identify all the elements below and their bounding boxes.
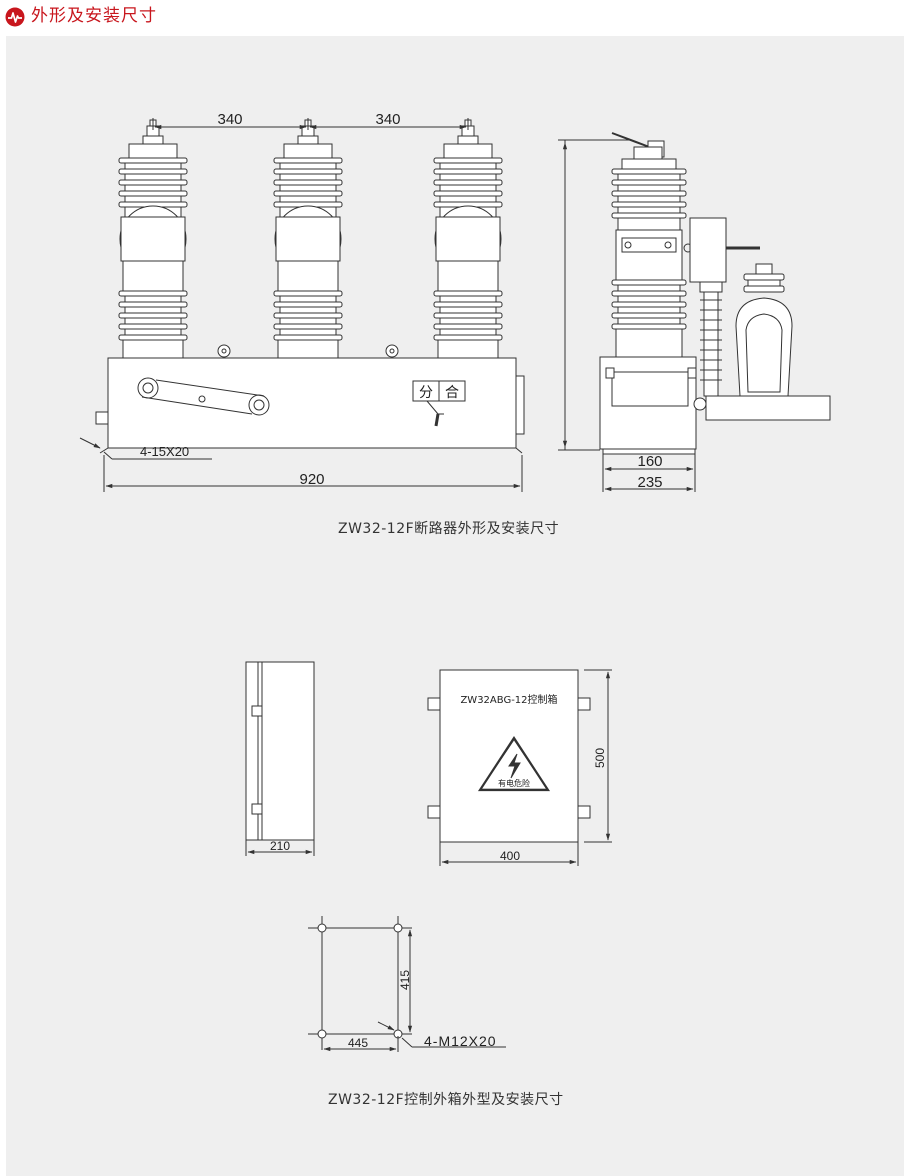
cb-front-title: ZW32ABG-12控制箱 <box>460 693 557 706</box>
dimension-width <box>79 437 523 492</box>
dim-width: 920 <box>299 471 324 488</box>
dim-spacing-left: 340 <box>217 111 242 128</box>
cb-warning-text: 有电危险 <box>498 778 530 788</box>
switch-close-label: 合 <box>445 385 459 401</box>
mount-dim-width: 445 <box>348 1036 368 1050</box>
mounting-hole-layout <box>308 916 506 1052</box>
side-dim-outer: 235 <box>637 474 662 491</box>
switch-open-label: 分 <box>419 385 433 401</box>
dimension-spacing <box>152 118 469 130</box>
dim-spacing-right: 340 <box>375 111 400 128</box>
mount-dim-height: 415 <box>398 970 412 990</box>
side-dimensions <box>562 142 696 492</box>
pulse-badge-icon <box>5 7 25 27</box>
insulator-middle <box>273 119 343 359</box>
insulator-right <box>433 119 503 359</box>
cb-front-dim-height: 500 <box>593 748 607 768</box>
control-box-side-view <box>245 661 315 856</box>
side-dim-inner: 160 <box>637 453 662 470</box>
breaker-side-view <box>558 132 831 455</box>
page-title: 外形及安装尺寸 <box>31 6 157 26</box>
page-header: 外形及安装尺寸 <box>0 0 904 34</box>
control-box-front-view <box>427 669 612 866</box>
cb-side-dim-width: 210 <box>270 839 290 853</box>
control-box-caption: ZW32-12F控制外箱外型及安装尺寸 <box>328 1092 564 1108</box>
breaker-caption: ZW32-12F断路器外形及安装尺寸 <box>338 521 560 537</box>
mount-holes: 4-M12X20 <box>424 1033 497 1049</box>
insulator-left <box>118 119 188 359</box>
dim-holes: 4-15X20 <box>140 444 189 459</box>
breaker-front-view <box>95 119 525 454</box>
cb-front-dim-width: 400 <box>500 849 520 863</box>
